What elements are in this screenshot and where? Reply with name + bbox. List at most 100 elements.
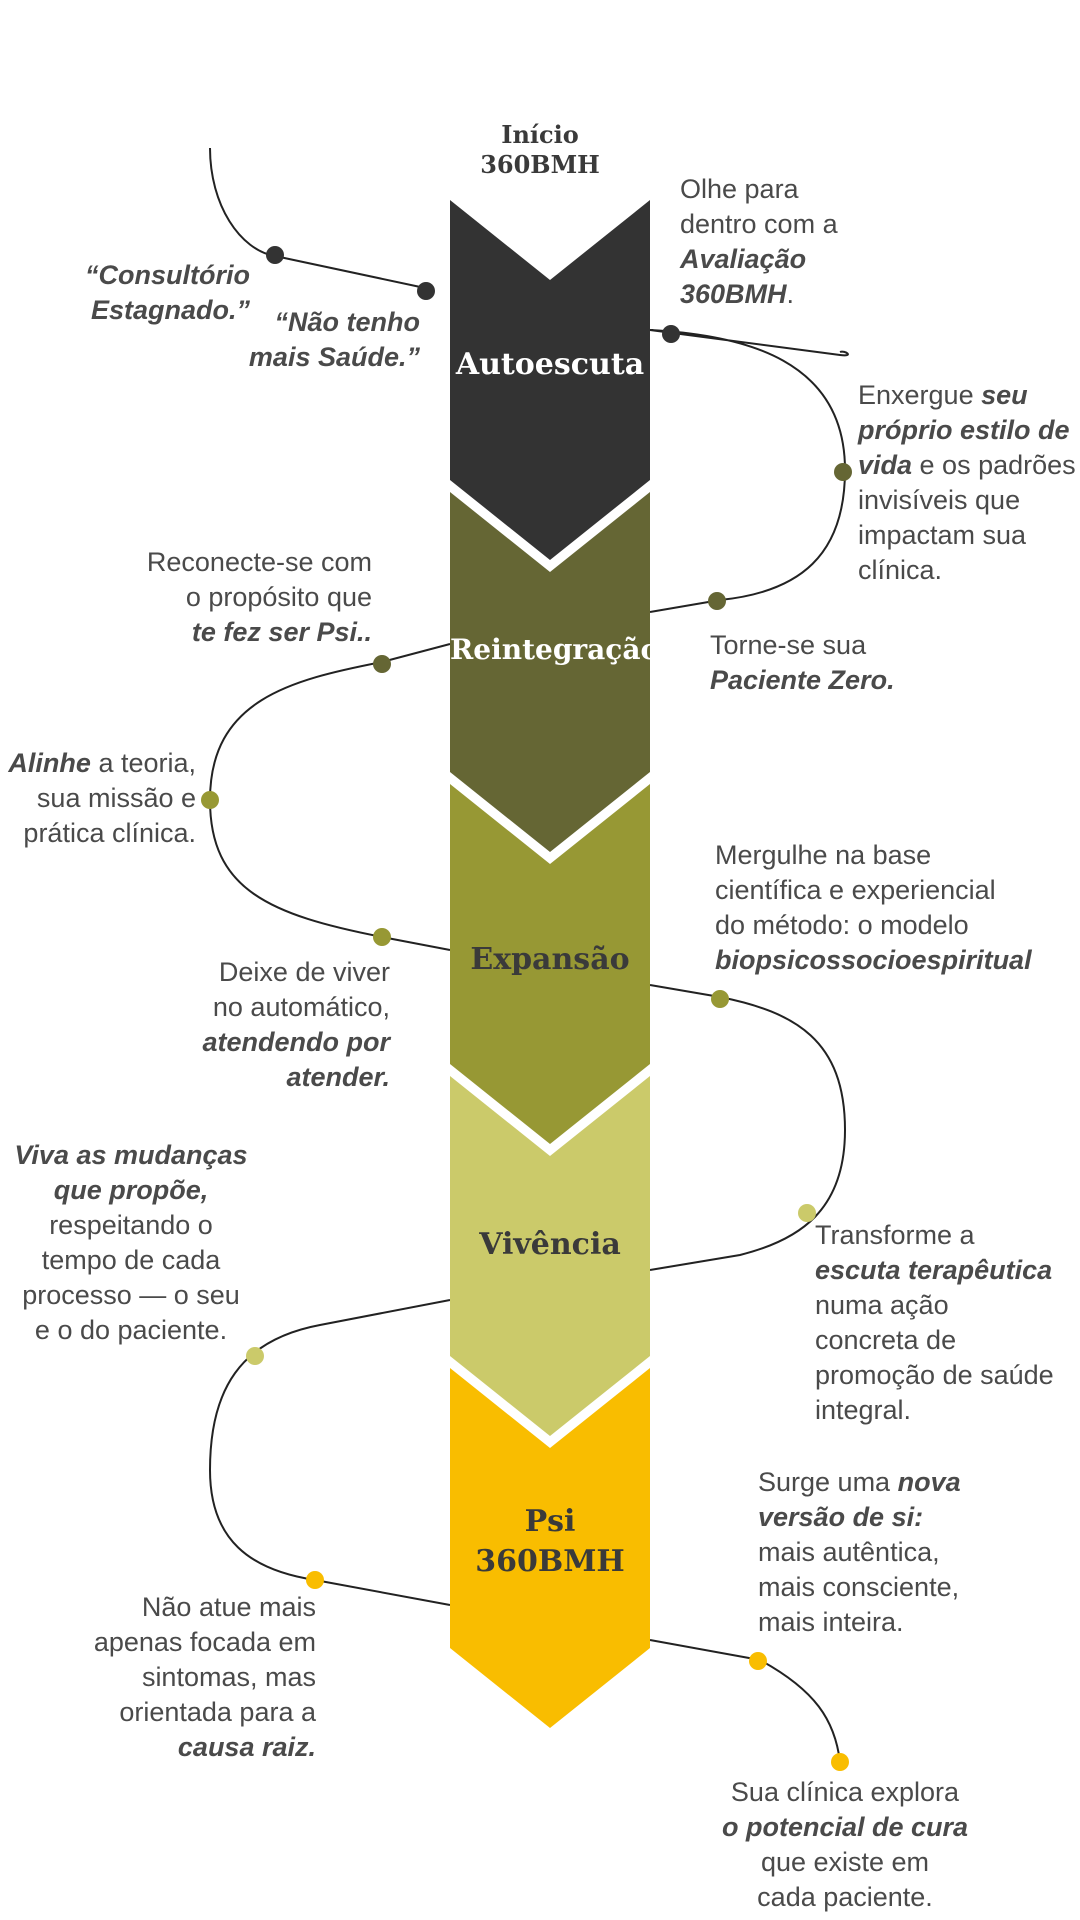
note-line: clínica. [858, 555, 943, 585]
note-line: Torne-se sua [710, 630, 867, 660]
note-emphasis: escuta terapêutica [815, 1255, 1053, 1285]
note-emphasis: nova [897, 1467, 961, 1497]
stage-name-psi: Psi 360BMH [450, 1502, 650, 1582]
path-dot [711, 990, 729, 1008]
note-line: tempo de cada [41, 1245, 221, 1275]
note-line: cada paciente. [757, 1882, 933, 1912]
note-line: apenas focada em [93, 1627, 316, 1657]
note-line: invisíveis que [858, 485, 1021, 515]
note-transforme: Transforme a escuta terapêutica numa açã… [815, 1218, 1075, 1428]
stage-name-autoescuta: Autoescuta [455, 347, 645, 382]
note-emphasis: Avaliação [680, 244, 807, 274]
note-emphasis: vida [858, 450, 913, 480]
quote-saude: “Não tenho mais Saúde.” [220, 305, 420, 375]
note-emphasis: Viva as mudanças [14, 1140, 248, 1170]
note-text: Enxergue [858, 380, 982, 410]
note-emphasis: 360BMH [680, 279, 787, 309]
path-dot [201, 791, 219, 809]
note-emphasis: atendendo por [202, 1027, 391, 1057]
note-line: Deixe de viver [218, 957, 390, 987]
note-line: promoção de saúde [815, 1360, 1054, 1390]
note-line: Reconecte-se com [146, 547, 372, 577]
path-dot [246, 1347, 264, 1365]
quote-line: Estagnado.” [90, 295, 250, 325]
note-text: Surge uma [758, 1467, 898, 1497]
path-dot [373, 655, 391, 673]
note-line: no automático, [212, 992, 390, 1022]
path-dot [834, 463, 852, 481]
path-dot [798, 1204, 816, 1222]
note-line: integral. [815, 1395, 912, 1425]
note-enxergue: Enxergue seu próprio estilo de vida e os… [858, 378, 1078, 588]
note-emphasis: causa raiz. [177, 1732, 316, 1762]
note-line: concreta de [815, 1325, 957, 1355]
note-line: que existe em [760, 1847, 930, 1877]
start-label-line1: Início [501, 120, 579, 149]
stage-name-vivencia: Vivência [479, 1227, 621, 1262]
quote-line: “Consultório [85, 260, 250, 290]
note-line: numa ação [815, 1290, 949, 1320]
note-surge: Surge uma nova versão de si: mais autênt… [758, 1465, 1008, 1640]
path-dot [662, 325, 680, 343]
note-emphasis: que propõe, [53, 1175, 209, 1205]
stage-name-reintegracao: Reintegração [450, 633, 660, 666]
note-line: do método: o modelo [715, 910, 969, 940]
path-dot [266, 246, 284, 264]
note-line: sintomas, mas [141, 1662, 316, 1692]
stage-name-psi-line1: Psi [524, 1504, 576, 1539]
note-line: mais autêntica, [758, 1537, 940, 1567]
note-emphasis: próprio estilo de [858, 415, 1070, 445]
note-emphasis: atender. [286, 1062, 390, 1092]
path-dot [373, 928, 391, 946]
note-line: prática clínica. [23, 818, 196, 848]
note-alinhe: Alinhe a teoria, sua missão e prática cl… [0, 746, 196, 851]
note-line: Não atue mais [141, 1592, 316, 1622]
note-line: mais inteira. [758, 1607, 904, 1637]
note-punct: . [786, 279, 795, 309]
path-dot [708, 592, 726, 610]
note-reconecte: Reconecte-se com o propósito que te fez … [100, 545, 372, 650]
path-dot [306, 1571, 324, 1589]
note-line: o propósito que [185, 582, 372, 612]
quote-consultorio: “Consultório Estagnado.” [40, 258, 250, 328]
quote-line: mais Saúde.” [248, 342, 420, 372]
note-nao-atue: Não atue mais apenas focada em sintomas,… [60, 1590, 316, 1765]
note-line: científica e experiencial [715, 875, 996, 905]
stage-chevron-vivencia [450, 1076, 650, 1436]
note-line: respeitando o [49, 1210, 213, 1240]
note-line: Transforme a [815, 1220, 975, 1250]
path-dot [417, 282, 435, 300]
path-dot [831, 1753, 849, 1771]
note-sua-clinica: Sua clínica explora o potencial de cura … [710, 1775, 980, 1915]
note-text: a teoria, [90, 748, 196, 778]
stage-chevron-autoescuta [450, 200, 650, 560]
start-label-line2: 360BMH [480, 150, 600, 179]
note-line: Sua clínica explora [730, 1777, 960, 1807]
note-line: processo — o seu [22, 1280, 240, 1310]
note-emphasis: o potencial de cura [721, 1812, 969, 1842]
note-line: impactam sua [858, 520, 1027, 550]
stage-name-expansao: Expansão [470, 942, 630, 977]
note-emphasis: Paciente Zero. [710, 665, 895, 695]
note-text: e os padrões [912, 450, 1076, 480]
note-line: e o do paciente. [34, 1315, 228, 1345]
note-deixe: Deixe de viver no automático, atendendo … [150, 955, 391, 1095]
note-line: Mergulhe na base [715, 840, 932, 870]
stage-chevron-psi [450, 1368, 650, 1728]
note-emphasis: versão de si: [758, 1502, 924, 1532]
note-line: sua missão e [36, 783, 196, 813]
note-emphasis: Alinhe [8, 748, 91, 778]
stage-name-psi-line2: 360BMH [475, 1544, 625, 1579]
note-olhe: Olhe para dentro com a Avaliação 360BMH. [680, 172, 920, 312]
note-line: orientada para a [119, 1697, 316, 1727]
note-emphasis: seu [981, 380, 1028, 410]
note-emphasis: te fez ser Psi.. [191, 617, 372, 647]
note-viva: Viva as mudanças que propõe, respeitando… [0, 1138, 262, 1348]
note-line: dentro com a [680, 209, 838, 239]
start-label: Início 360BMH [440, 120, 640, 180]
note-line: mais consciente, [758, 1572, 960, 1602]
quote-line: “Não tenho [274, 307, 421, 337]
stage-chevron-reintegracao [450, 492, 650, 852]
